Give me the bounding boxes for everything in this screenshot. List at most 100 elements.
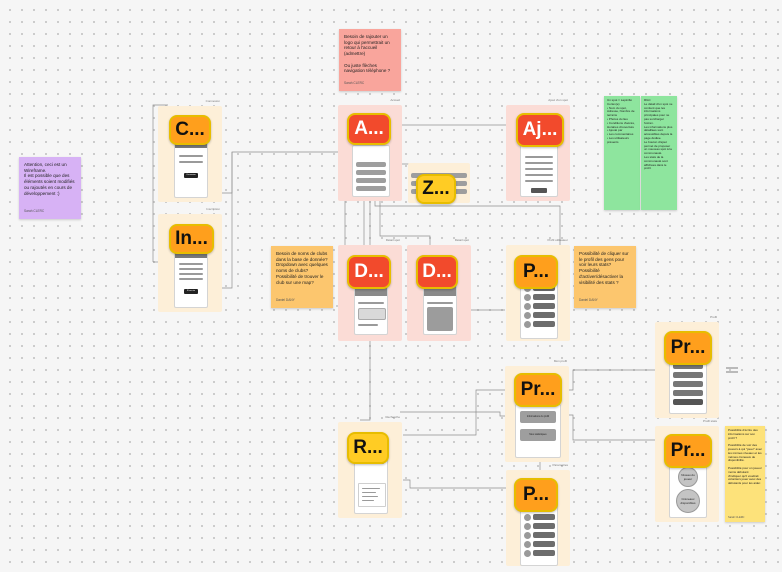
sticky-note-author: Daniel DANY <box>276 298 295 303</box>
list-row <box>356 186 386 191</box>
input-line <box>525 180 553 182</box>
sticky-note-logo-question[interactable]: Besoin de rajouter un logo qui permettra… <box>339 29 401 91</box>
phone-screen-home <box>352 145 390 197</box>
sticky-note-author: Daniel DANY <box>579 298 598 303</box>
connector-profile-a <box>556 369 656 391</box>
frame-badge-ajout: Aj... <box>516 113 564 147</box>
sticky-note-text: RGC Le détail d'un spot ne contient que … <box>644 98 673 171</box>
frame-title: Recherche <box>385 415 400 419</box>
sticky-note-author: Sarah CLERC <box>728 516 745 520</box>
input-line <box>179 263 203 265</box>
frame-title: Profil stats <box>702 419 717 423</box>
sticky-note-text: Besoin de rajouter un logo qui permettra… <box>344 34 391 74</box>
sticky-note-clubs-question[interactable]: Besoin de noms de clubs dans la base de … <box>271 246 333 308</box>
phone-screen-search <box>354 456 388 514</box>
frame-accueil[interactable]: Accueil <box>338 98 402 201</box>
sticky-note-rules[interactable]: RGC Le détail d'un spot ne contient que … <box>641 96 677 210</box>
input-line <box>525 162 553 164</box>
list-avatar <box>524 303 531 310</box>
sticky-note-wireframe-warning[interactable]: Attention, ceci est un Wireframe. Il est… <box>19 157 81 219</box>
phone-screen-login: Connexion <box>174 138 208 198</box>
sticky-note-stats-question[interactable]: Possibilité de cliquer sur le profil des… <box>574 246 636 308</box>
phone-screen-add-spot <box>520 145 558 197</box>
list-row <box>673 363 703 369</box>
availability-label: Créneaux disponibles <box>680 497 696 505</box>
list-row <box>356 178 386 183</box>
connector-search-settings <box>403 479 508 489</box>
profile-info-box: Informations du profil <box>520 411 556 423</box>
sticky-note-text: Possibilité d'écrire des informations su… <box>728 428 762 486</box>
list-row <box>673 399 703 405</box>
sticky-note-text: Besoin de noms de clubs dans la base de … <box>276 251 328 285</box>
submit-button[interactable] <box>531 188 547 193</box>
info-box <box>427 307 453 331</box>
availability-circle: Créneaux disponibles <box>676 489 700 513</box>
frame-badge-profil-b: Pr... <box>664 434 712 468</box>
frame-title: Profil <box>710 315 717 319</box>
list-avatar <box>524 294 531 301</box>
frame-title: Ajout d'un spot <box>548 98 568 102</box>
frame-title: Accueil <box>390 98 400 102</box>
sticky-note-spot-definition[interactable]: Un spot = Lapinifié Cortex(e) • Nom du s… <box>604 96 640 210</box>
list-row <box>673 390 703 396</box>
sticky-note-profile-ideas[interactable]: Possibilité d'écrire des informations su… <box>725 426 765 522</box>
connector-search-profile <box>403 389 506 436</box>
phone-screen-profile-a <box>669 356 707 414</box>
list-row <box>673 372 703 378</box>
list-row <box>673 381 703 387</box>
input-line <box>525 174 553 176</box>
text-line <box>427 302 453 304</box>
list-row <box>356 170 386 175</box>
connector-login-home <box>208 151 352 194</box>
input-line <box>179 155 203 157</box>
input-line <box>525 168 553 170</box>
frame-badge-inscription: In... <box>169 224 214 254</box>
text-line <box>358 324 378 326</box>
player-level-circle: Niveau du joueur <box>678 467 698 487</box>
login-button[interactable]: Connexion <box>184 173 198 178</box>
register-button[interactable]: S'inscrire <box>184 289 198 294</box>
text-line <box>362 488 380 489</box>
list-avatar <box>524 532 531 539</box>
list-row <box>356 162 386 167</box>
profile-stats-label: Mes statistiques <box>529 433 547 436</box>
input-line <box>179 273 203 275</box>
frame-title: Détail spot <box>454 238 469 242</box>
list-avatar <box>524 514 531 521</box>
login-button-label: Connexion <box>186 174 196 176</box>
phone-screen-detail-2 <box>423 281 457 335</box>
sticky-note-text: Un spot = Lapinifié Cortex(e) • Nom du s… <box>607 98 635 144</box>
phone-screen-register: S'inscrire <box>174 248 208 308</box>
frame-badge-detail-2: D... <box>416 255 458 289</box>
frame-title: Mon profil <box>553 359 567 363</box>
list-row <box>533 514 555 520</box>
frame-profil-a[interactable]: Profil <box>655 315 719 418</box>
frame-badge-recherche: R... <box>347 432 389 464</box>
text-line <box>362 492 376 493</box>
sticky-note-text: Possibilité de cliquer sur le profil des… <box>579 251 629 285</box>
frame-profil-b[interactable]: Profil stats Niveau du joueur Créneaux d… <box>655 419 719 522</box>
info-box <box>358 308 386 320</box>
sticky-note-text: Attention, ceci est un Wireframe. Il est… <box>24 162 75 196</box>
frame-badge-zone: Z... <box>416 174 456 204</box>
list-avatar <box>524 541 531 548</box>
frame-title: Paramètres <box>552 463 568 467</box>
list-row <box>533 303 555 309</box>
list-avatar <box>524 550 531 557</box>
frame-title: Détail spot <box>385 238 400 242</box>
profile-info-label: Informations du profil <box>526 415 550 418</box>
list-row <box>533 523 555 529</box>
input-line <box>525 156 553 158</box>
list-avatar <box>524 321 531 328</box>
text-line <box>362 500 374 501</box>
list-avatar <box>524 523 531 530</box>
phone-screen-detail-1 <box>354 281 388 335</box>
frame-title: Connexion <box>205 99 220 103</box>
frame-title: Inscription <box>206 207 220 211</box>
register-button-label: S'inscrire <box>186 290 196 292</box>
frame-badge-profil-a: Pr... <box>664 331 712 365</box>
result-card <box>358 483 386 507</box>
frame-badge-accueil: A... <box>347 113 391 145</box>
list-row <box>533 550 555 556</box>
